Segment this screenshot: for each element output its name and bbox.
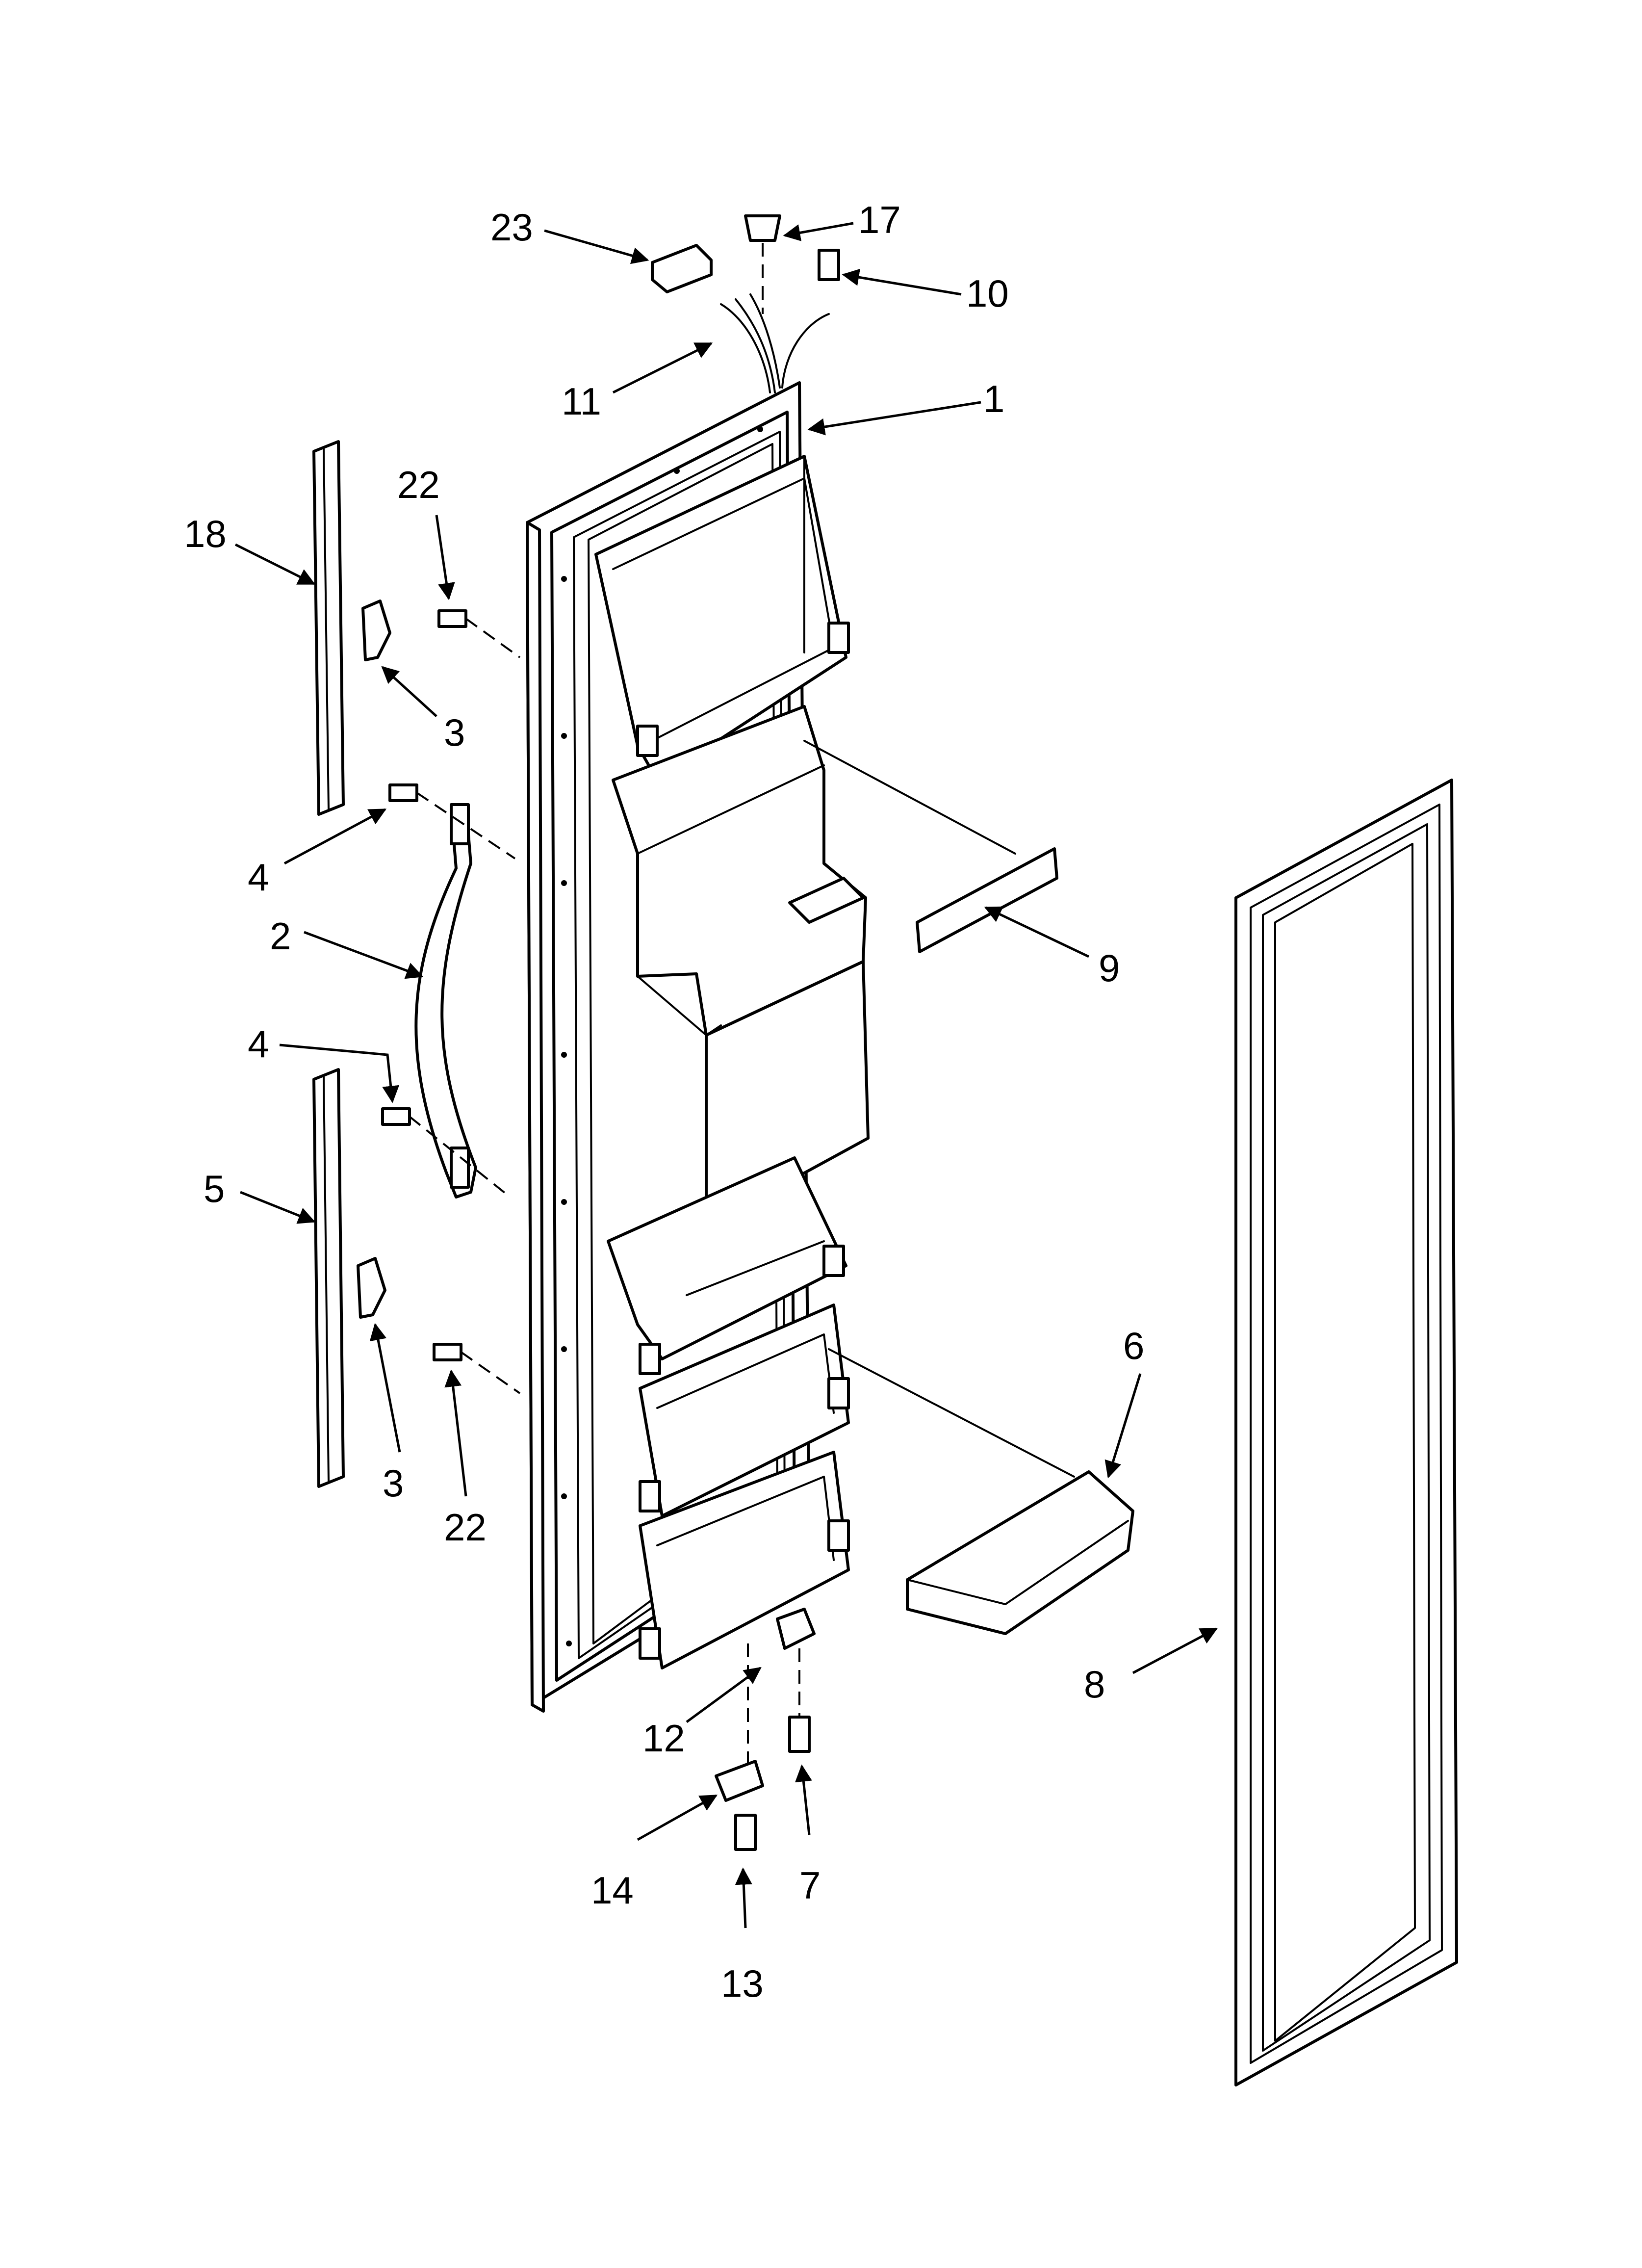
callout-3-upper: 3 (444, 711, 465, 754)
upper-handle-trim (312, 440, 345, 816)
callout-10: 10 (966, 272, 1009, 315)
callout-12: 12 (642, 1717, 685, 1760)
screw-7 (788, 1716, 811, 1753)
callout-23: 23 (490, 206, 533, 249)
callout-4-upper: 4 (248, 856, 269, 899)
screw-4-upper (388, 783, 418, 802)
callout-2: 2 (270, 914, 291, 958)
door-gasket (1234, 779, 1458, 2086)
hinge-pin (776, 1608, 816, 1650)
callout-13: 13 (721, 1962, 764, 2005)
screw-4-lower (381, 1107, 411, 1126)
callout-14: 14 (591, 1869, 634, 1912)
callout-11: 11 (562, 380, 601, 423)
screw-22-upper (437, 609, 467, 628)
callout-8: 8 (1084, 1663, 1105, 1706)
door-bin (906, 1470, 1134, 1635)
door-assembly (526, 381, 870, 1713)
callout-3-lower: 3 (383, 1461, 404, 1505)
handle-clip-lower (357, 1257, 386, 1319)
handle-clip-upper (361, 600, 391, 661)
wiring-harness (720, 293, 830, 393)
callout-1: 1 (983, 377, 1004, 420)
lower-handle-trim (312, 1068, 345, 1488)
callout-5: 5 (204, 1167, 225, 1210)
plug-button (744, 214, 781, 242)
callout-17: 17 (858, 198, 901, 241)
callout-4-lower: 4 (248, 1022, 269, 1066)
callout-22-lower: 22 (444, 1506, 487, 1549)
screw-10 (818, 249, 840, 281)
callout-18: 18 (184, 512, 227, 555)
callout-6: 6 (1123, 1324, 1144, 1367)
callout-22-upper: 22 (397, 463, 440, 506)
callout-7: 7 (799, 1864, 821, 1907)
screw-13 (734, 1814, 757, 1851)
lower-hinge-bracket (715, 1760, 764, 1802)
screw-22-lower (433, 1343, 462, 1361)
hinge-cover (651, 244, 713, 293)
shelf-rail (916, 847, 1058, 953)
callout-9: 9 (1099, 946, 1120, 990)
door-handle (414, 803, 477, 1199)
